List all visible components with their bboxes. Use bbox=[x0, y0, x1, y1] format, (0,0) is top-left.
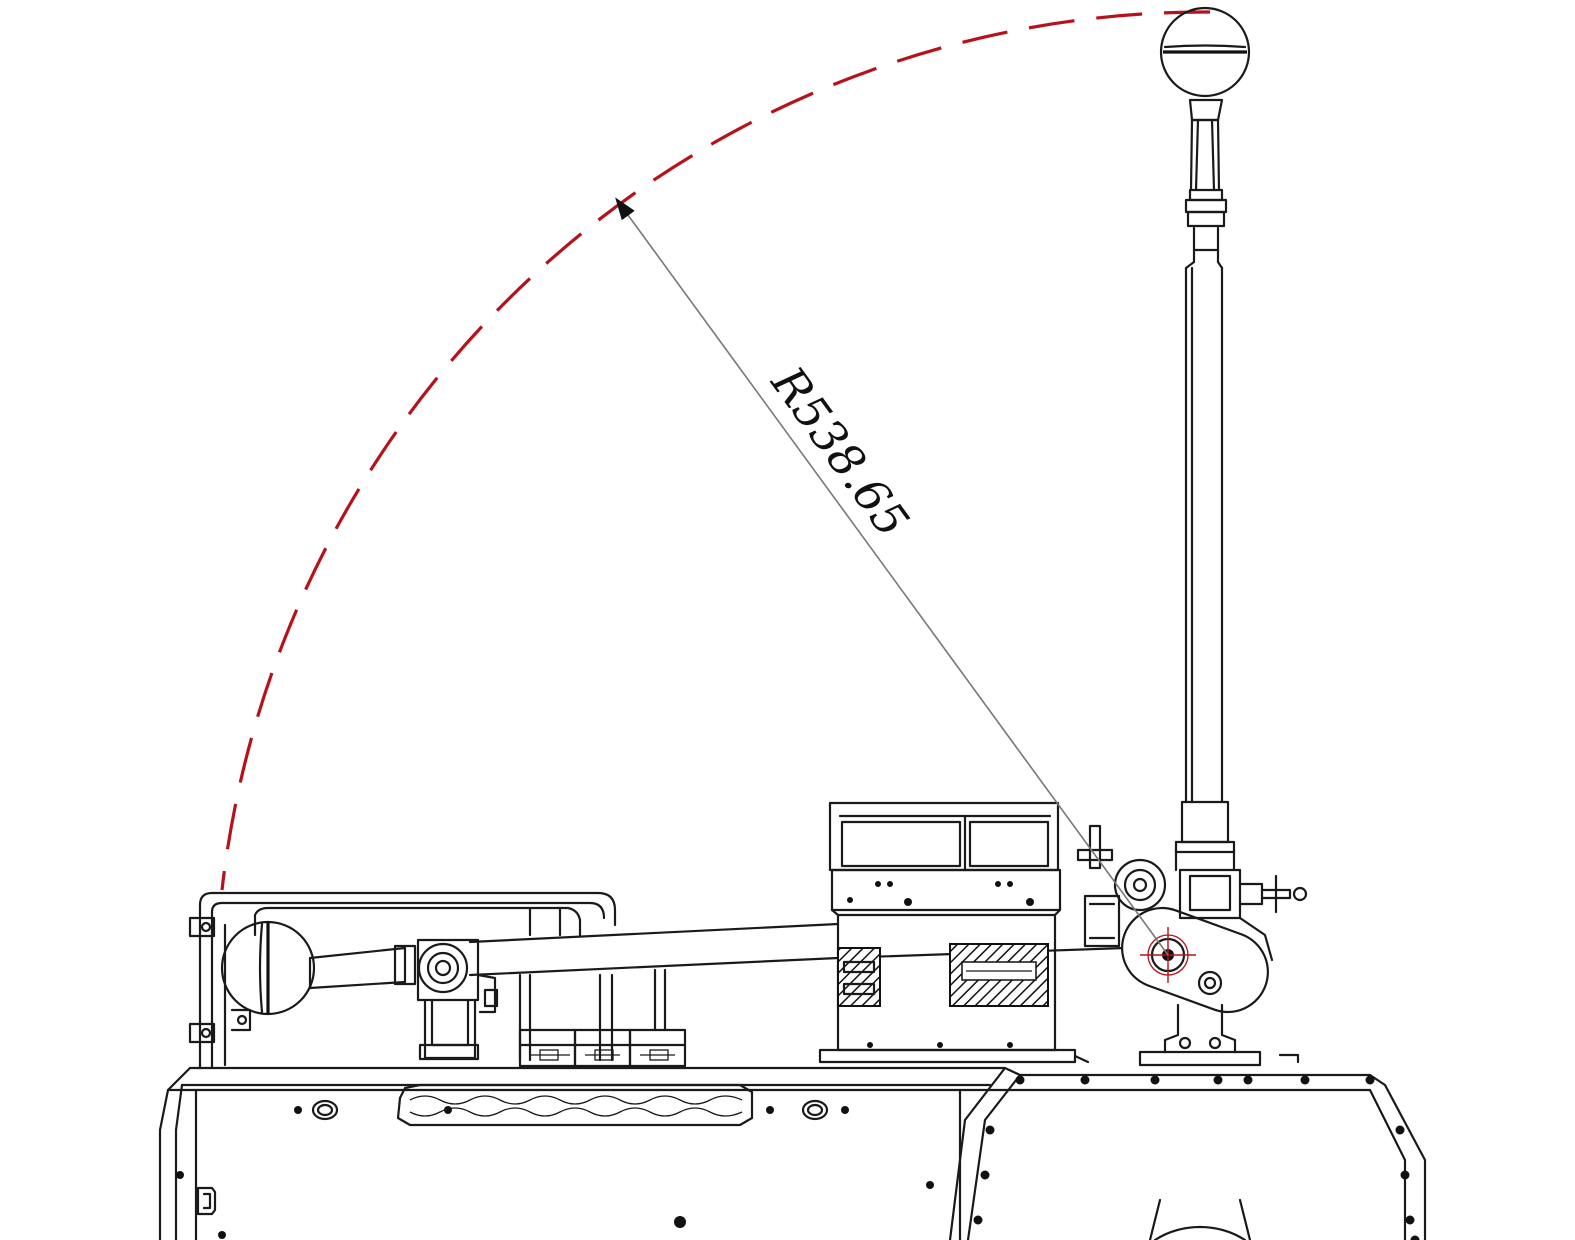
vertical-mast bbox=[1159, 6, 1251, 872]
vehicle-body bbox=[158, 1066, 1427, 1240]
lowered-arm bbox=[220, 920, 1127, 1062]
connector-blocks bbox=[518, 1028, 687, 1068]
radius-dimension: R538.65 bbox=[615, 197, 1169, 956]
control-box bbox=[818, 801, 1090, 1064]
pivot-mechanism bbox=[1076, 824, 1308, 1067]
radius-dimension-label: R538.65 bbox=[761, 356, 920, 547]
dimension-line bbox=[615, 197, 1169, 956]
arm-rest-cradle bbox=[188, 891, 617, 1070]
swing-arc bbox=[220, 10, 1211, 891]
